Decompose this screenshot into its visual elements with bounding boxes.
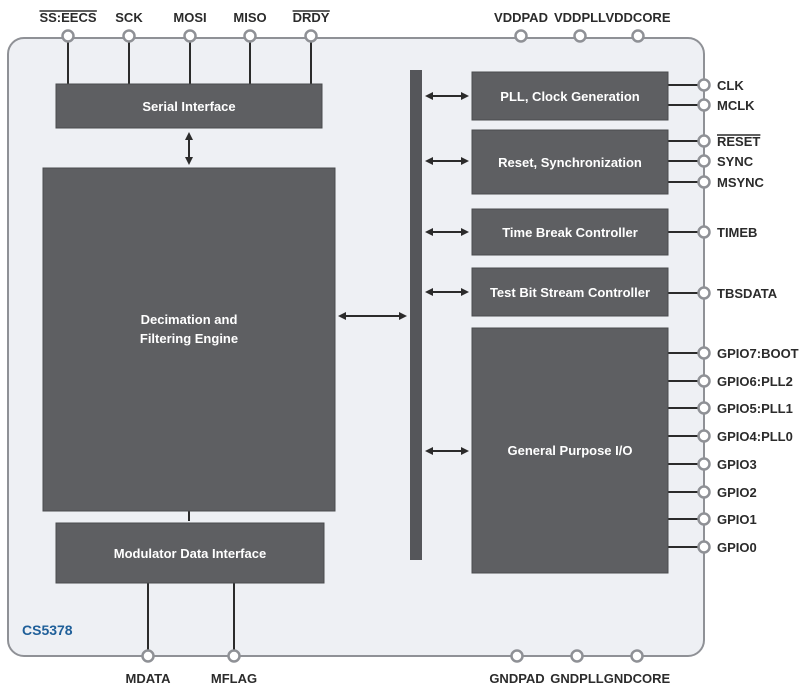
decimation-label-line1: Decimation and [141,312,238,327]
pin-label-gndcore: GNDCORE [604,671,671,686]
right-signal-pins: CLK MCLK RESET SYNC MSYNC TIMEB TBSDATA GPIO7:B… [697,78,799,555]
pin-label-mdata: MDATA [125,671,171,686]
pin-sync [697,154,711,168]
pin-miso [243,29,257,43]
pin-label-mclk: MCLK [717,98,755,113]
time-break-label: Time Break Controller [502,225,638,240]
modulator-label: Modulator Data Interface [114,546,266,561]
pin-label-mosi: MOSI [173,10,206,25]
chip-name: CS5378 [22,622,73,638]
block-general-purpose-io: General Purpose I/O [471,327,669,574]
pin-label-gpio1: GPIO1 [717,512,757,527]
pin-gpio6-pll2 [697,374,711,388]
block-reset-synchronization: Reset, Synchronization [471,129,669,195]
pin-gndpad [510,649,524,663]
pin-label-reset: RESET [717,134,760,149]
pin-label-gndpad: GNDPAD [489,671,544,686]
pin-label-msync: MSYNC [717,175,765,190]
block-test-bit-stream-controller: Test Bit Stream Controller [471,267,669,317]
pin-gpio5-pll1 [697,401,711,415]
pin-gndcore [630,649,644,663]
pin-label-gndpll: GNDPLL [550,671,604,686]
pin-vddpad [514,29,528,43]
gpio-block-label: General Purpose I/O [508,443,633,458]
bottom-signal-pins: MDATA MFLAG [125,649,257,686]
pin-label-gpio2: GPIO2 [717,485,757,500]
pin-tbsdata [697,286,711,300]
serial-interface-label: Serial Interface [142,99,235,114]
pin-label-gpio5-pll1: GPIO5:PLL1 [717,401,793,416]
pin-reset [697,134,711,148]
pin-label-gpio7-boot: GPIO7:BOOT [717,346,799,361]
pin-label-tbsdata: TBSDATA [717,286,778,301]
pin-label-gpio4-pll0: GPIO4:PLL0 [717,429,793,444]
pin-mosi [183,29,197,43]
pin-label-ss-eecs: SS:EECS [39,10,96,25]
block-serial-interface: Serial Interface [55,83,323,129]
pin-timeb [697,225,711,239]
pin-label-vddcore: VDDCORE [605,10,670,25]
block-pll-clock-generation: PLL, Clock Generation [471,71,669,121]
top-signal-pins: SS:EECS SCK MOSI MISO DRDY [39,10,330,43]
pin-ss-eecs [61,29,75,43]
pin-mflag [227,649,241,663]
block-modulator-data-interface: Modulator Data Interface [55,522,325,584]
pin-label-gpio3: GPIO3 [717,457,757,472]
pin-label-mflag: MFLAG [211,671,257,686]
decimation-label-line2: Filtering Engine [140,331,238,346]
block-time-break-controller: Time Break Controller [471,208,669,256]
block-decimation-filtering-engine: Decimation and Filtering Engine [42,167,336,512]
reset-sync-label: Reset, Synchronization [498,155,642,170]
pin-clk [697,78,711,92]
pin-gpio7-boot [697,346,711,360]
pin-gndpll [570,649,584,663]
internal-bus [410,70,422,560]
pin-label-sync: SYNC [717,154,754,169]
pin-label-vddpll: VDDPLL [554,10,606,25]
pin-sck [122,29,136,43]
pin-mdata [141,649,155,663]
pin-gpio2 [697,485,711,499]
pin-label-drdy: DRDY [293,10,330,25]
pin-mclk [697,98,711,112]
pin-vddcore [631,29,645,43]
pin-label-clk: CLK [717,78,744,93]
pin-label-gpio6-pll2: GPIO6:PLL2 [717,374,793,389]
pin-label-miso: MISO [233,10,266,25]
pin-gpio0 [697,540,711,554]
pin-label-sck: SCK [115,10,143,25]
pin-drdy [304,29,318,43]
pin-msync [697,175,711,189]
pin-label-gpio0: GPIO0 [717,540,757,555]
pll-label: PLL, Clock Generation [500,89,639,104]
pin-gpio1 [697,512,711,526]
pin-gpio4-pll0 [697,429,711,443]
pin-gpio3 [697,457,711,471]
pin-label-timeb: TIMEB [717,225,757,240]
test-bit-stream-label: Test Bit Stream Controller [490,285,650,300]
pin-label-vddpad: VDDPAD [494,10,548,25]
pin-vddpll [573,29,587,43]
